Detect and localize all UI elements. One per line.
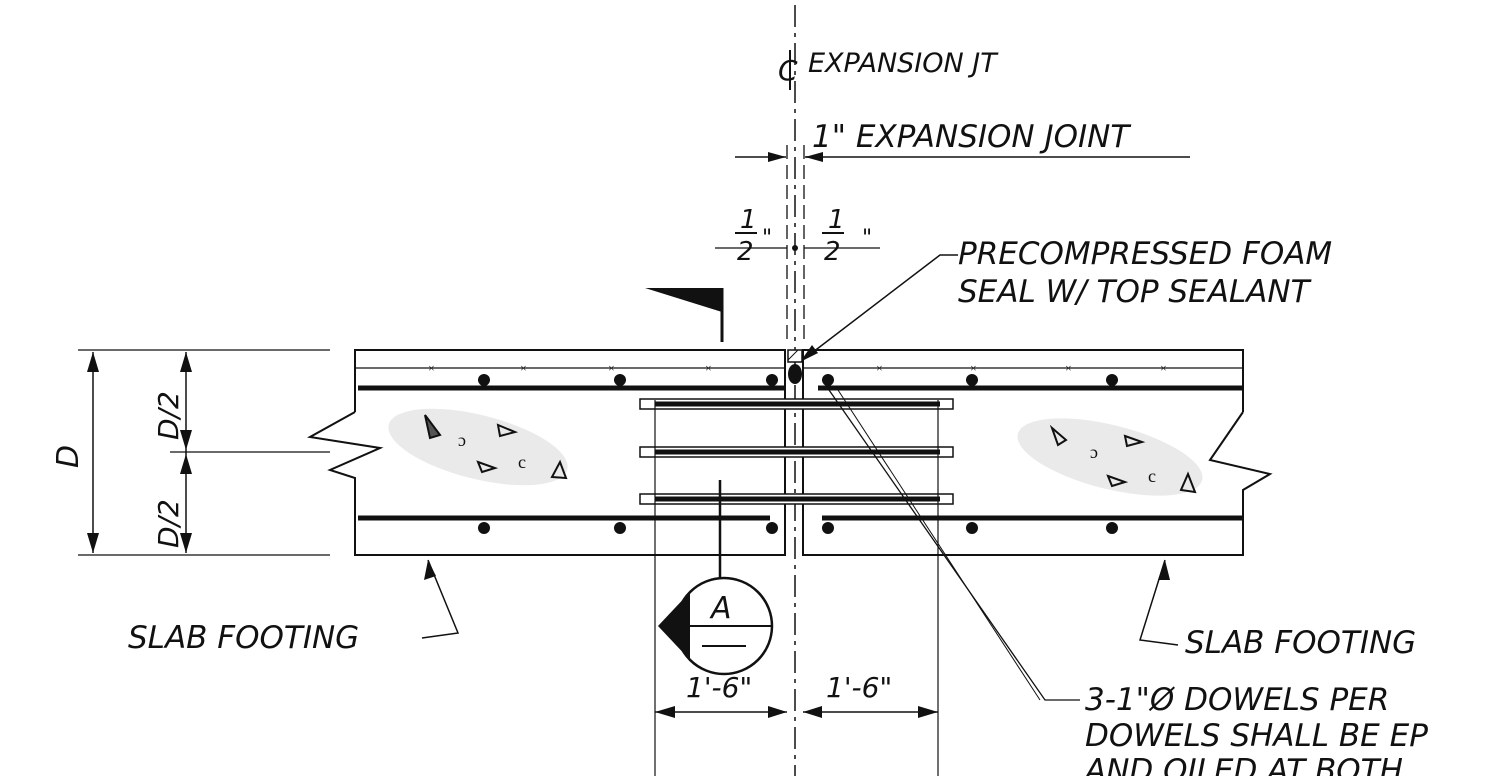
dowel-bars [639, 398, 954, 505]
slab-footing-right-leader [1139, 559, 1179, 646]
centerline-label: EXPANSION JT [808, 48, 999, 79]
centerline-icon: C [778, 50, 798, 90]
slab-footing-left-label: SLAB FOOTING [128, 620, 359, 656]
svg-text:1: 1 [740, 205, 757, 235]
dowel-length-left: 1'-6" [686, 671, 752, 704]
dowel-note-line2: DOWELS SHALL BE EP [1085, 718, 1428, 754]
half-depth-bottom-label: D/2 [152, 499, 185, 548]
seal-leader [799, 254, 958, 363]
section-letter: A [709, 591, 732, 626]
svg-text:": " [862, 226, 872, 251]
section-cut-icon [658, 480, 774, 676]
svg-text:": " [762, 226, 772, 251]
slab-footing-right-label: SLAB FOOTING [1185, 625, 1416, 661]
slab-right: × × × × ɔ c [802, 349, 1273, 556]
svg-text:×: × [608, 361, 615, 375]
svg-text:×: × [876, 361, 883, 375]
svg-text:×: × [520, 361, 527, 375]
half-inch-dimension: 1 2 " 1 2 " [715, 205, 880, 267]
svg-text:ɔ: ɔ [458, 430, 466, 450]
slab-footing-left-leader [421, 559, 460, 639]
foam-seal [787, 349, 803, 384]
svg-text:C: C [778, 54, 798, 87]
slab-left: × × × × ɔ c [306, 349, 786, 556]
dowel-note-leader [828, 389, 1080, 701]
dowel-note-line3: AND OILED AT BOTH [1083, 753, 1403, 776]
joint-width-dimension [735, 152, 823, 162]
svg-text:ɔ: ɔ [1090, 442, 1098, 462]
svg-text:×: × [970, 361, 977, 375]
svg-text:1: 1 [828, 205, 845, 235]
svg-text:2: 2 [824, 237, 841, 267]
depth-dimension [78, 349, 330, 556]
dowel-length-right: 1'-6" [826, 671, 892, 704]
dowel-length-dimension [654, 400, 939, 776]
seal-label-line1: PRECOMPRESSED FOAM [958, 236, 1332, 272]
svg-text:×: × [1160, 361, 1167, 375]
svg-text:×: × [1065, 361, 1072, 375]
svg-text:c: c [1148, 466, 1156, 486]
svg-text:c: c [518, 452, 526, 472]
svg-text:×: × [428, 361, 435, 375]
seal-label-line2: SEAL W/ TOP SEALANT [958, 274, 1312, 310]
half-depth-top-label: D/2 [152, 391, 185, 440]
dowel-note-line1: 3-1"Ø DOWELS PER [1085, 682, 1389, 718]
joint-width-label: 1" EXPANSION JOINT [812, 119, 1131, 155]
depth-label: D [51, 445, 86, 468]
svg-text:2: 2 [737, 237, 754, 267]
svg-text:×: × [705, 361, 712, 375]
north-flag-icon [645, 288, 724, 342]
